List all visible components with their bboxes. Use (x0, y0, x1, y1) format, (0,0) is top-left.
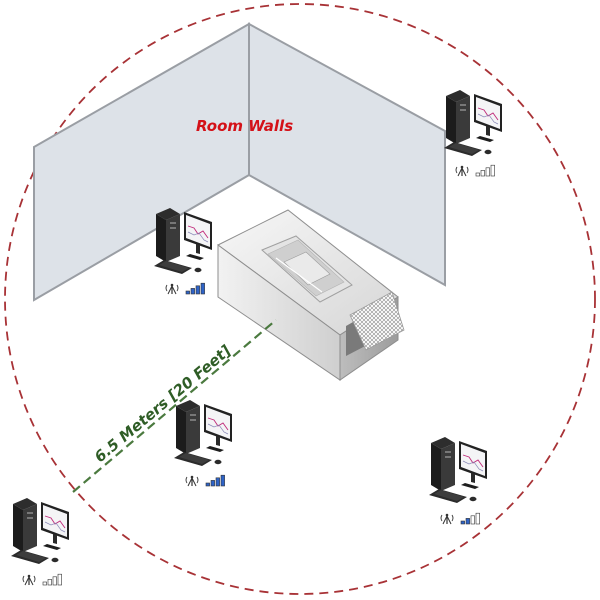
signal-bar (215, 477, 220, 487)
signal-bar (460, 520, 465, 525)
signal-bar (42, 581, 47, 586)
signal-strength-icon (475, 164, 495, 177)
workstation-front-right (428, 436, 488, 525)
signal-bar (480, 170, 485, 177)
signal-bar (475, 512, 480, 525)
workstation-back-left (153, 207, 213, 295)
signal-bar (485, 167, 490, 177)
signal-bar (210, 480, 215, 487)
signal-bar (195, 285, 200, 295)
workstation-front-center (173, 399, 233, 487)
signal-bar (190, 288, 195, 295)
signal-strength-icon (42, 573, 62, 586)
room-walls-label: Room Walls (196, 117, 293, 135)
workstation-bottom-left (10, 497, 70, 586)
signal-strength-icon (460, 512, 480, 525)
signal-bar (200, 282, 205, 295)
antenna-icon (22, 574, 36, 586)
signal-bar (465, 518, 470, 525)
signal-bar (470, 515, 475, 525)
distance-line (72, 319, 277, 493)
antenna-icon (165, 283, 179, 295)
signal-strength-icon (205, 474, 225, 487)
signal-bar (220, 474, 225, 487)
signal-bar (57, 573, 62, 586)
room-walls (33, 22, 446, 302)
antenna-icon (185, 475, 199, 487)
signal-bar (47, 579, 52, 586)
signal-bar (52, 576, 57, 586)
coverage-range-circle (4, 3, 596, 595)
workstation-top-right (443, 89, 503, 177)
antenna-icon (440, 513, 454, 525)
signal-bar (205, 482, 210, 487)
signal-bar (475, 172, 480, 177)
signal-bar (490, 164, 495, 177)
signal-bar (185, 290, 190, 295)
antenna-icon (455, 165, 469, 177)
signal-strength-icon (185, 282, 205, 295)
processing-machine (217, 209, 405, 381)
